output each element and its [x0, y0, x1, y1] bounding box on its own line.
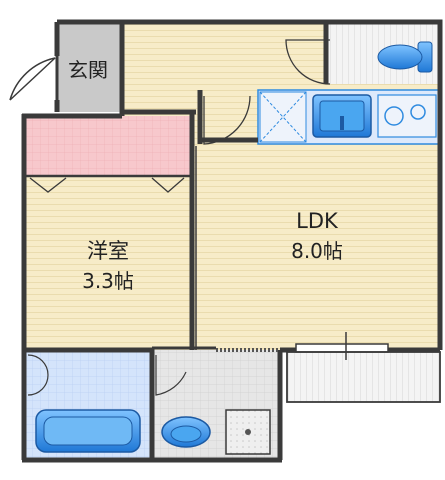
closet-door-right [151, 177, 185, 193]
entrance-label: 玄関 [68, 58, 108, 82]
ldk-door-swing [203, 95, 251, 145]
ldk-window [295, 343, 389, 353]
toilet-bowl [377, 44, 423, 70]
bathroom-door-swing [27, 354, 49, 396]
ldk-size: 8.0帖 [291, 239, 343, 263]
entrance-floor [57, 22, 122, 112]
burner-icon-right [410, 104, 426, 120]
washroom-door-swing [155, 355, 187, 396]
ldk-name: LDK [296, 209, 339, 233]
fridge-cross-a [259, 91, 307, 143]
western-room-size: 3.3帖 [82, 269, 134, 293]
toilet-door-swing [285, 39, 331, 85]
closet [24, 116, 192, 176]
faucet-icon [340, 116, 344, 130]
bathtub-inner [43, 416, 133, 446]
western-room-name: 洋室 [87, 239, 129, 263]
balcony-floor [287, 350, 440, 402]
fridge-cross-b [259, 91, 307, 143]
burner-icon-left [384, 106, 404, 126]
balcony-rail [286, 351, 441, 403]
drain-icon [245, 429, 251, 435]
closet-door-left [29, 177, 67, 193]
entrance-door [9, 56, 59, 101]
wash-basin-inner [170, 425, 202, 443]
stove [377, 94, 437, 138]
